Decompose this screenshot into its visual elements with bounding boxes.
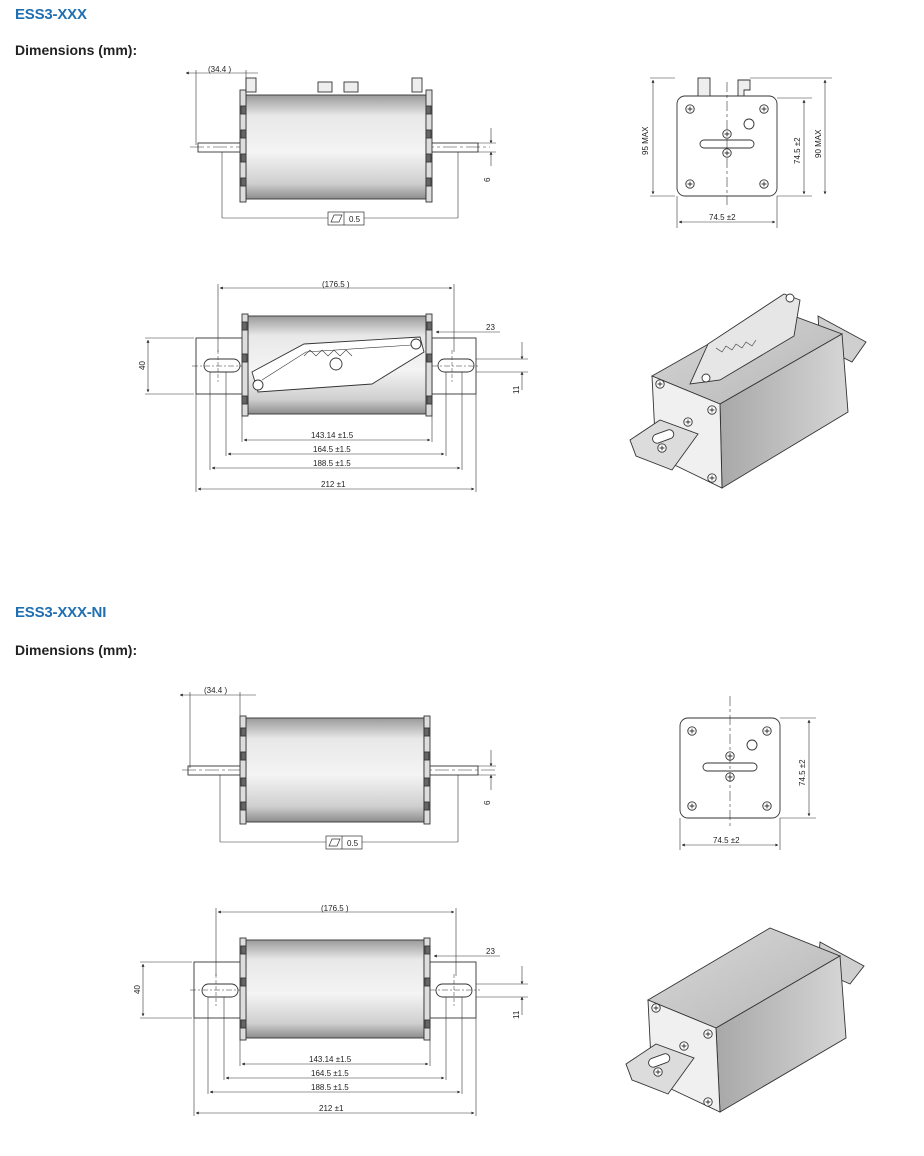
dim-23: 23 [486,947,495,956]
end-view-1 [650,77,832,228]
dim-23: 23 [486,323,495,332]
top-view-2 [140,908,528,1116]
dim-212: 212 ±1 [321,480,346,489]
dim-11: 11 [512,1010,521,1019]
side-view-1 [185,70,496,226]
dim-11: 11 [512,385,521,394]
dim-34-4: (34.4 ) [208,65,231,74]
section-title-ess3-xxx: ESS3-XXX [15,6,87,23]
dim-6: 6 [483,177,492,182]
dim-74-5-vertical: 74.5 ±2 [798,759,807,786]
dim-143-14: 143.14 ±1.5 [309,1055,352,1064]
dim-74-5-horizontal: 74.5 ±2 [713,836,740,845]
section-subtitle-ess3-xxx-ni: Dimensions (mm): [15,642,138,658]
section-title-ess3-xxx-ni: ESS3-XXX-NI [15,604,107,621]
flatness-value: 0.5 [347,839,359,848]
dim-74-5-vertical: 74.5 ±2 [793,137,802,164]
dim-212: 212 ±1 [319,1104,344,1113]
dim-90-max: 90 MAX [814,129,823,158]
dim-164-5: 164.5 ±1.5 [313,445,351,454]
end-view-2 [679,696,816,850]
dim-34-4: (34.4 ) [204,686,227,695]
dim-40: 40 [133,985,142,994]
dim-74-5-horizontal: 74.5 ±2 [709,213,736,222]
section-subtitle-ess3-xxx: Dimensions (mm): [15,42,138,58]
dim-188-5: 188.5 ±1.5 [311,1083,349,1092]
dim-95-max: 95 MAX [641,126,650,155]
dim-164-5: 164.5 ±1.5 [311,1069,349,1078]
flatness-value: 0.5 [349,215,361,224]
dim-40: 40 [138,361,147,370]
dim-143-14: 143.14 ±1.5 [311,431,354,440]
dim-176-5: (176.5 ) [321,904,349,913]
dim-6: 6 [483,800,492,805]
isometric-view-1 [629,293,867,489]
isometric-view-2 [625,927,865,1113]
top-view-1 [145,284,528,492]
dim-188-5: 188.5 ±1.5 [313,459,351,468]
dim-176-5: (176.5 ) [322,280,350,289]
side-view-2 [179,692,496,850]
